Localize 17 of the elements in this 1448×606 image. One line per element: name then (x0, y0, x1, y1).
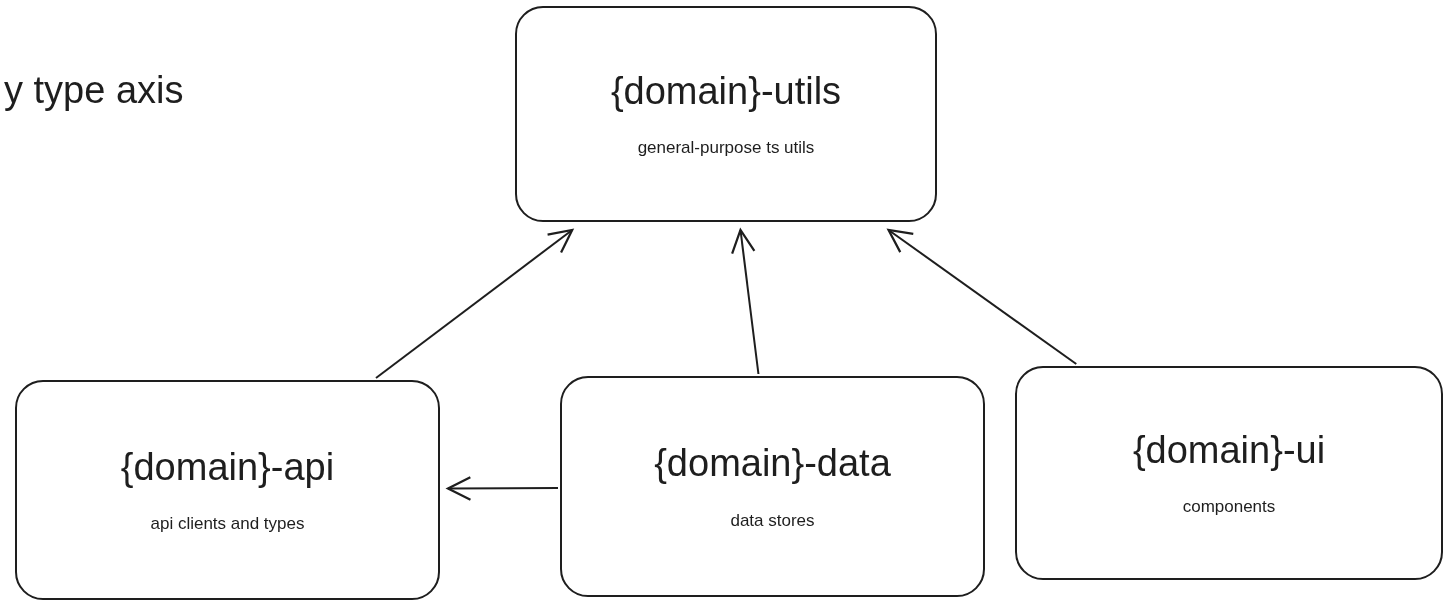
arrow (375, 228, 574, 379)
module-description: components (1182, 496, 1276, 518)
arrow (446, 476, 559, 501)
module-box (515, 6, 937, 222)
module-name: {domain}-api (120, 444, 335, 490)
module-box (560, 376, 985, 597)
module-box (1015, 366, 1443, 580)
module-description: general-purpose ts utils (637, 137, 815, 159)
arrow (731, 228, 760, 375)
heading-text: y type axis (4, 68, 184, 113)
arrow (887, 228, 1078, 365)
module-description: data stores (730, 509, 815, 532)
module-description: api clients and types (150, 513, 305, 535)
module-name: {domain}-data (654, 441, 891, 486)
module-box (15, 380, 440, 600)
module-name: {domain}-utils (610, 68, 842, 114)
module-name: {domain}-ui (1132, 427, 1326, 473)
